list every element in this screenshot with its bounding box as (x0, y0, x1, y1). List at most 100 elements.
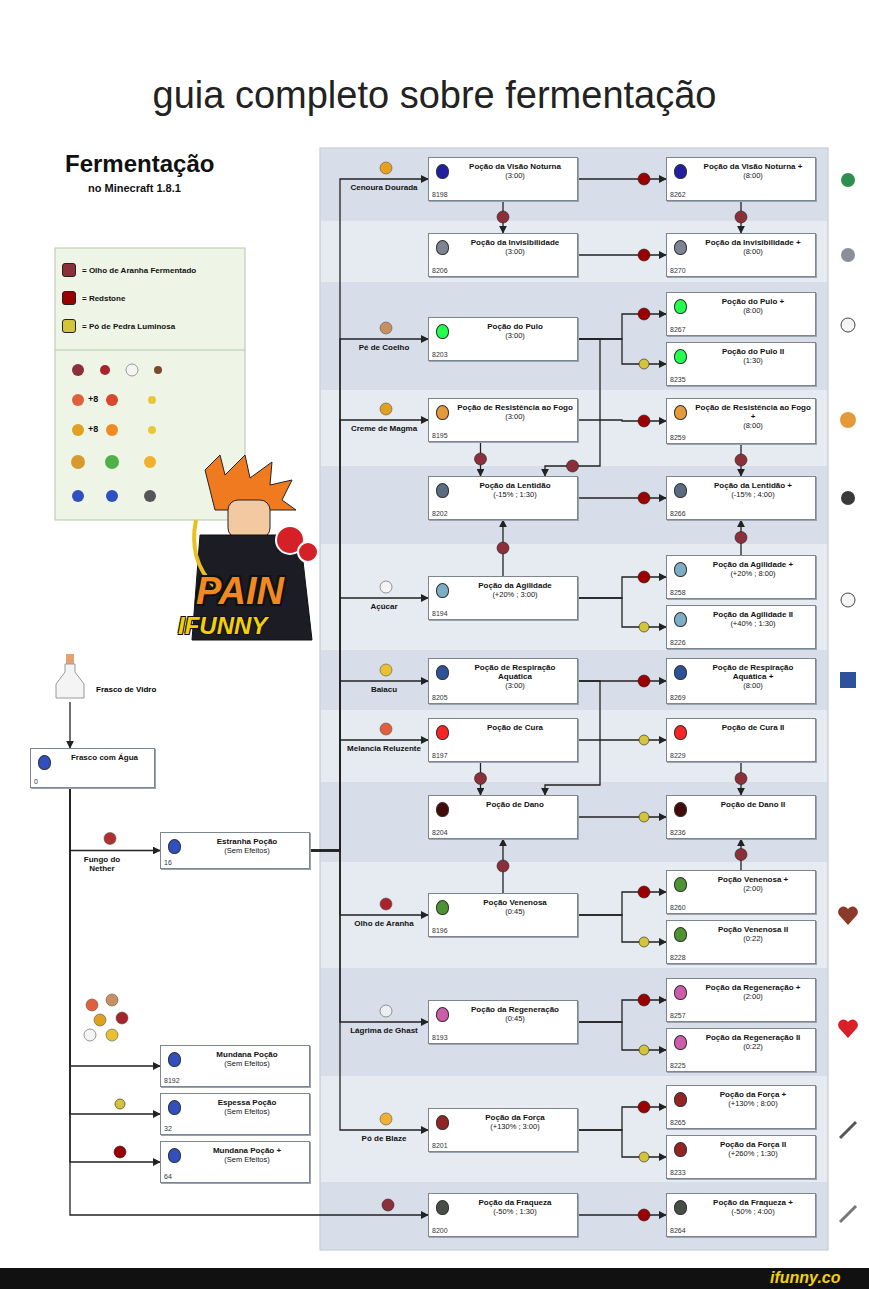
decoration (105, 455, 119, 469)
potion-duration: (3:00) (457, 171, 573, 180)
ingredient-label: Cenoura Dourada (346, 183, 422, 192)
ingredient-icon (497, 211, 509, 223)
potion-name: Poção do Pulo + (695, 297, 811, 306)
box-body: Poção da Visão Noturna +(8:00) (667, 158, 815, 184)
bottle-icon (48, 652, 92, 702)
potion-box: Poção da Invisibilidade(3:00)8206 (428, 233, 578, 277)
potion-name: Poção da Lentidão + (695, 481, 811, 490)
potion-name: Poção de Respiração Aquática + (695, 663, 811, 681)
potion-box: Poção da Agilidade(+20% ; 3:00)8194 (428, 576, 578, 620)
ingredient-icon (638, 308, 650, 320)
potion-name: Poção da Invisibilidade + (695, 238, 811, 247)
ingredient-icon (639, 735, 649, 745)
decoration (154, 366, 162, 374)
potion-icon (674, 1035, 687, 1050)
potion-id: 8258 (670, 589, 686, 596)
potion-box: Poção de Respiração Aquática(3:00)8205 (428, 658, 578, 704)
box-body: Poção da Fraqueza +(-50% ; 4:00) (667, 1194, 815, 1220)
potion-id: 8265 (670, 1119, 686, 1126)
potion-box: Poção de Dano8204 (428, 795, 578, 839)
connector (578, 577, 666, 598)
potion-id: 8270 (670, 267, 686, 274)
potion-name: Poção de Resistência ao Fogo (457, 403, 573, 412)
potion-box: Poção da Regeneração(0:45)8193 (428, 1000, 578, 1044)
ingredient-icon (475, 773, 487, 785)
potion-name: Poção da Regeneração (457, 1005, 573, 1014)
potion-id: 8225 (670, 1062, 686, 1069)
potion-name: Poção da Visão Noturna + (695, 162, 811, 171)
ingredient-icon (638, 492, 650, 504)
box-body: Mundana Poção +(Sem Efeitos) (161, 1142, 309, 1168)
potion-id: 8203 (432, 351, 448, 358)
ingredient-icon (638, 886, 650, 898)
box-body: Poção do Pulo II(1:30) (667, 343, 815, 369)
potion-duration: (2:00) (695, 884, 811, 893)
potion-box: Poção da Invisibilidade +(8:00) 8270 (666, 233, 816, 277)
legend-row: = Redstone (62, 284, 240, 312)
potion-icon (436, 1115, 449, 1130)
potion-id: 8236 (670, 829, 686, 836)
box-body: Poção de Resistência ao Fogo +(8:00) (667, 399, 815, 434)
row-bands (321, 149, 827, 1249)
potion-duration: (8:00) (695, 247, 811, 256)
potion-id: 8260 (670, 904, 686, 911)
ingredient-icon (94, 1014, 106, 1026)
ingredient-label: Açúcar (346, 602, 422, 611)
potion-box: Frasco com Água0 (30, 748, 155, 788)
connector (310, 681, 428, 851)
box-body: Poção da Invisibilidade +(8:00) (667, 234, 815, 260)
potion-id: 8264 (670, 1227, 686, 1234)
box-body: Poção da Força +(+130% ; 8:00) (667, 1086, 815, 1112)
potion-duration: (8:00) (695, 421, 811, 430)
ingredient-icon (86, 999, 98, 1011)
ingredient-icon (475, 453, 487, 465)
potion-box: Poção da Regeneração +(2:00)8257 (666, 978, 816, 1022)
potion-box: Poção da Agilidade II(+40% ; 1:30)8226 (666, 605, 816, 649)
decoration (148, 396, 156, 404)
recipe-count: +8 (88, 424, 98, 434)
ingredient-icon (380, 1005, 392, 1017)
potion-duration: (Sem Efeitos) (189, 1155, 305, 1164)
ingredient-icon (638, 249, 650, 261)
legend-swatch (62, 319, 76, 333)
legend-row: = Olho de Aranha Fermentado (62, 256, 240, 284)
decoration (840, 412, 856, 428)
potion-id: 8205 (432, 694, 448, 701)
box-body: Poção de Respiração Aquática +(8:00) (667, 659, 815, 694)
potion-icon (674, 1200, 687, 1215)
decoration (228, 500, 270, 538)
decoration (106, 394, 118, 406)
potion-box: Poção do Pulo +(8:00)8267 (666, 292, 816, 336)
legend-divider (55, 350, 245, 351)
potion-icon (674, 802, 687, 817)
potion-id: 8202 (432, 510, 448, 517)
potion-icon (168, 1052, 181, 1067)
potion-name: Poção de Cura II (695, 723, 811, 732)
box-body: Poção da Agilidade(+20% ; 3:00) (429, 577, 577, 603)
potion-name: Mundana Poção + (189, 1146, 305, 1155)
potion-name: Mundana Poção (189, 1050, 305, 1059)
diagram-heading: Fermentação (65, 150, 214, 178)
connector (578, 254, 666, 255)
potion-box: Estranha Poção(Sem Efeitos)16 (160, 832, 310, 869)
potion-icon (436, 725, 449, 740)
potion-name: Frasco com Água (59, 753, 150, 762)
box-body: Poção de Dano II (667, 796, 815, 813)
connector (578, 1130, 666, 1157)
connector (310, 851, 428, 1023)
potion-icon (674, 612, 687, 627)
potion-icon (674, 240, 687, 255)
potion-box: Poção da Força(+130% ; 3:00)8201 (428, 1108, 578, 1152)
potion-id: 8192 (164, 1077, 180, 1084)
potion-name: Poção de Cura (457, 723, 573, 732)
potion-icon (436, 324, 449, 339)
potion-name: Espessa Poção (189, 1098, 305, 1107)
potion-box: Poção de Resistência ao Fogo +(8:00)8259 (666, 398, 816, 444)
box-body: Poção de Dano (429, 796, 577, 813)
ingredient-icon (735, 211, 747, 223)
box-body: Estranha Poção(Sem Efeitos) (161, 833, 309, 859)
ingredient-icon (638, 994, 650, 1006)
potion-box: Poção do Pulo(3:00)8203 (428, 317, 578, 361)
connector (70, 788, 160, 1066)
decoration (148, 426, 156, 434)
